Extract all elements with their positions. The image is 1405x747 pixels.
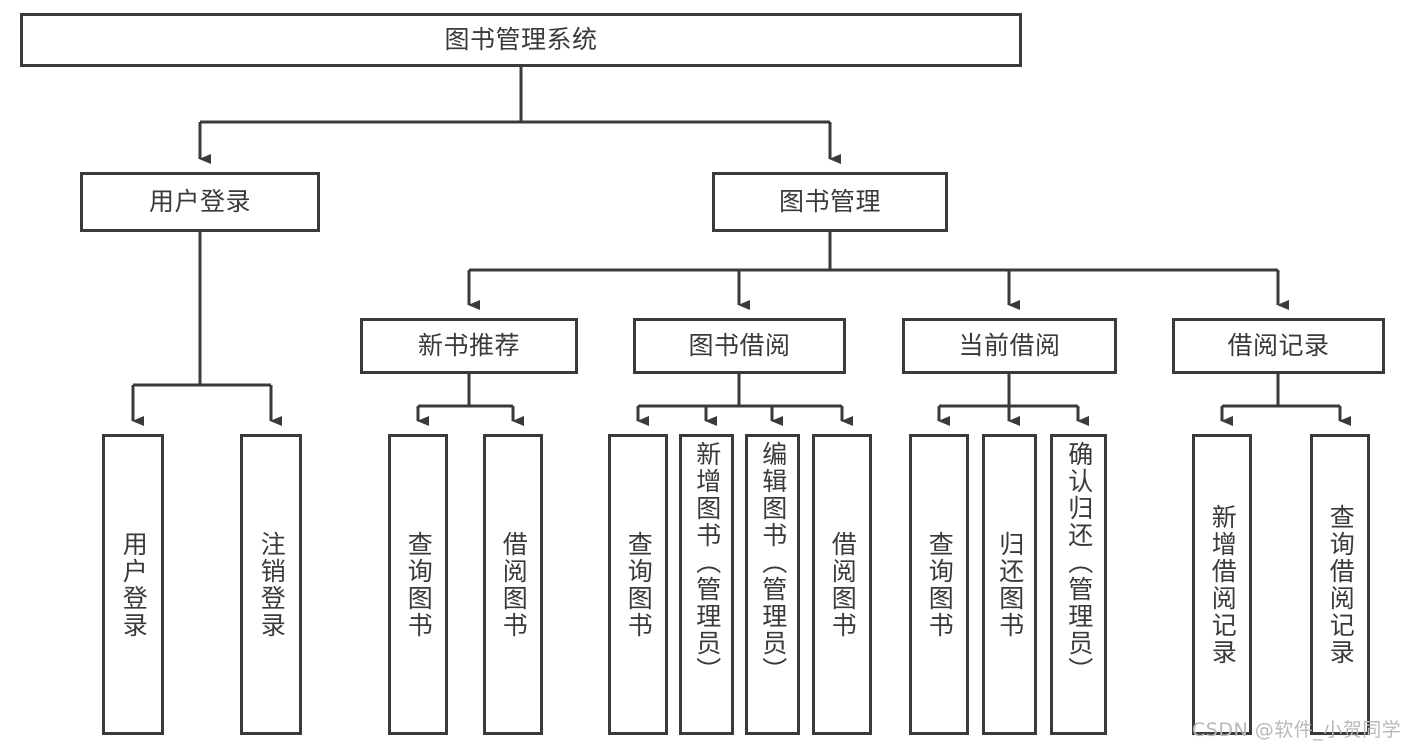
node-book-manage[interactable]: 图书管理 [712,172,948,232]
leaf-query-book-recommend[interactable]: 查询图书 [388,434,448,735]
node-label: 查询图书 [624,530,654,639]
node-label: 图书借阅 [688,331,791,361]
node-label: 用户登录 [148,187,251,217]
node-label: 借阅图书 [499,530,529,639]
node-borrow-record[interactable]: 借阅记录 [1172,318,1385,374]
leaf-query-borrow-record[interactable]: 查询借阅记录 [1310,434,1370,735]
node-label: 借阅图书 [828,530,858,639]
leaf-borrow-book-recommend[interactable]: 借阅图书 [483,434,543,735]
node-user-login[interactable]: 用户登录 [80,172,320,232]
node-label: 图书管理系统 [444,25,598,55]
node-label: 当前借阅 [958,331,1061,361]
leaf-add-borrow-record[interactable]: 新增借阅记录 [1192,434,1252,735]
leaf-confirm-return[interactable]: 确认归还（管理员） [1050,434,1107,735]
leaf-add-book[interactable]: 新增图书（管理员） [679,434,734,735]
node-label: 用户登录 [119,530,149,639]
leaf-query-book-borrow[interactable]: 查询图书 [608,434,668,735]
node-current-borrow[interactable]: 当前借阅 [902,318,1117,374]
node-label: 新书推荐 [417,331,520,361]
node-label: 确认归还（管理员） [1064,441,1094,684]
leaf-user-login[interactable]: 用户登录 [102,434,164,735]
leaf-edit-book[interactable]: 编辑图书（管理员） [745,434,800,735]
node-book-borrow[interactable]: 图书借阅 [633,318,846,374]
node-label: 新增图书（管理员） [692,441,722,684]
leaf-query-book-current[interactable]: 查询图书 [909,434,969,735]
node-label: 借阅记录 [1227,331,1330,361]
node-label: 归还图书 [995,530,1025,639]
leaf-return-book[interactable]: 归还图书 [982,434,1037,735]
node-label: 查询图书 [925,530,955,639]
leaf-user-logout[interactable]: 注销登录 [240,434,302,735]
node-label: 查询借阅记录 [1326,503,1356,666]
leaf-borrow-book[interactable]: 借阅图书 [812,434,872,735]
node-root-system[interactable]: 图书管理系统 [20,13,1022,67]
node-label: 新增借阅记录 [1208,503,1238,666]
node-label: 编辑图书（管理员） [758,441,788,684]
connector-lines [131,67,1351,426]
node-label: 注销登录 [257,530,287,639]
node-new-book-recommend[interactable]: 新书推荐 [360,318,578,374]
node-label: 查询图书 [404,530,434,639]
node-label: 图书管理 [778,187,881,217]
